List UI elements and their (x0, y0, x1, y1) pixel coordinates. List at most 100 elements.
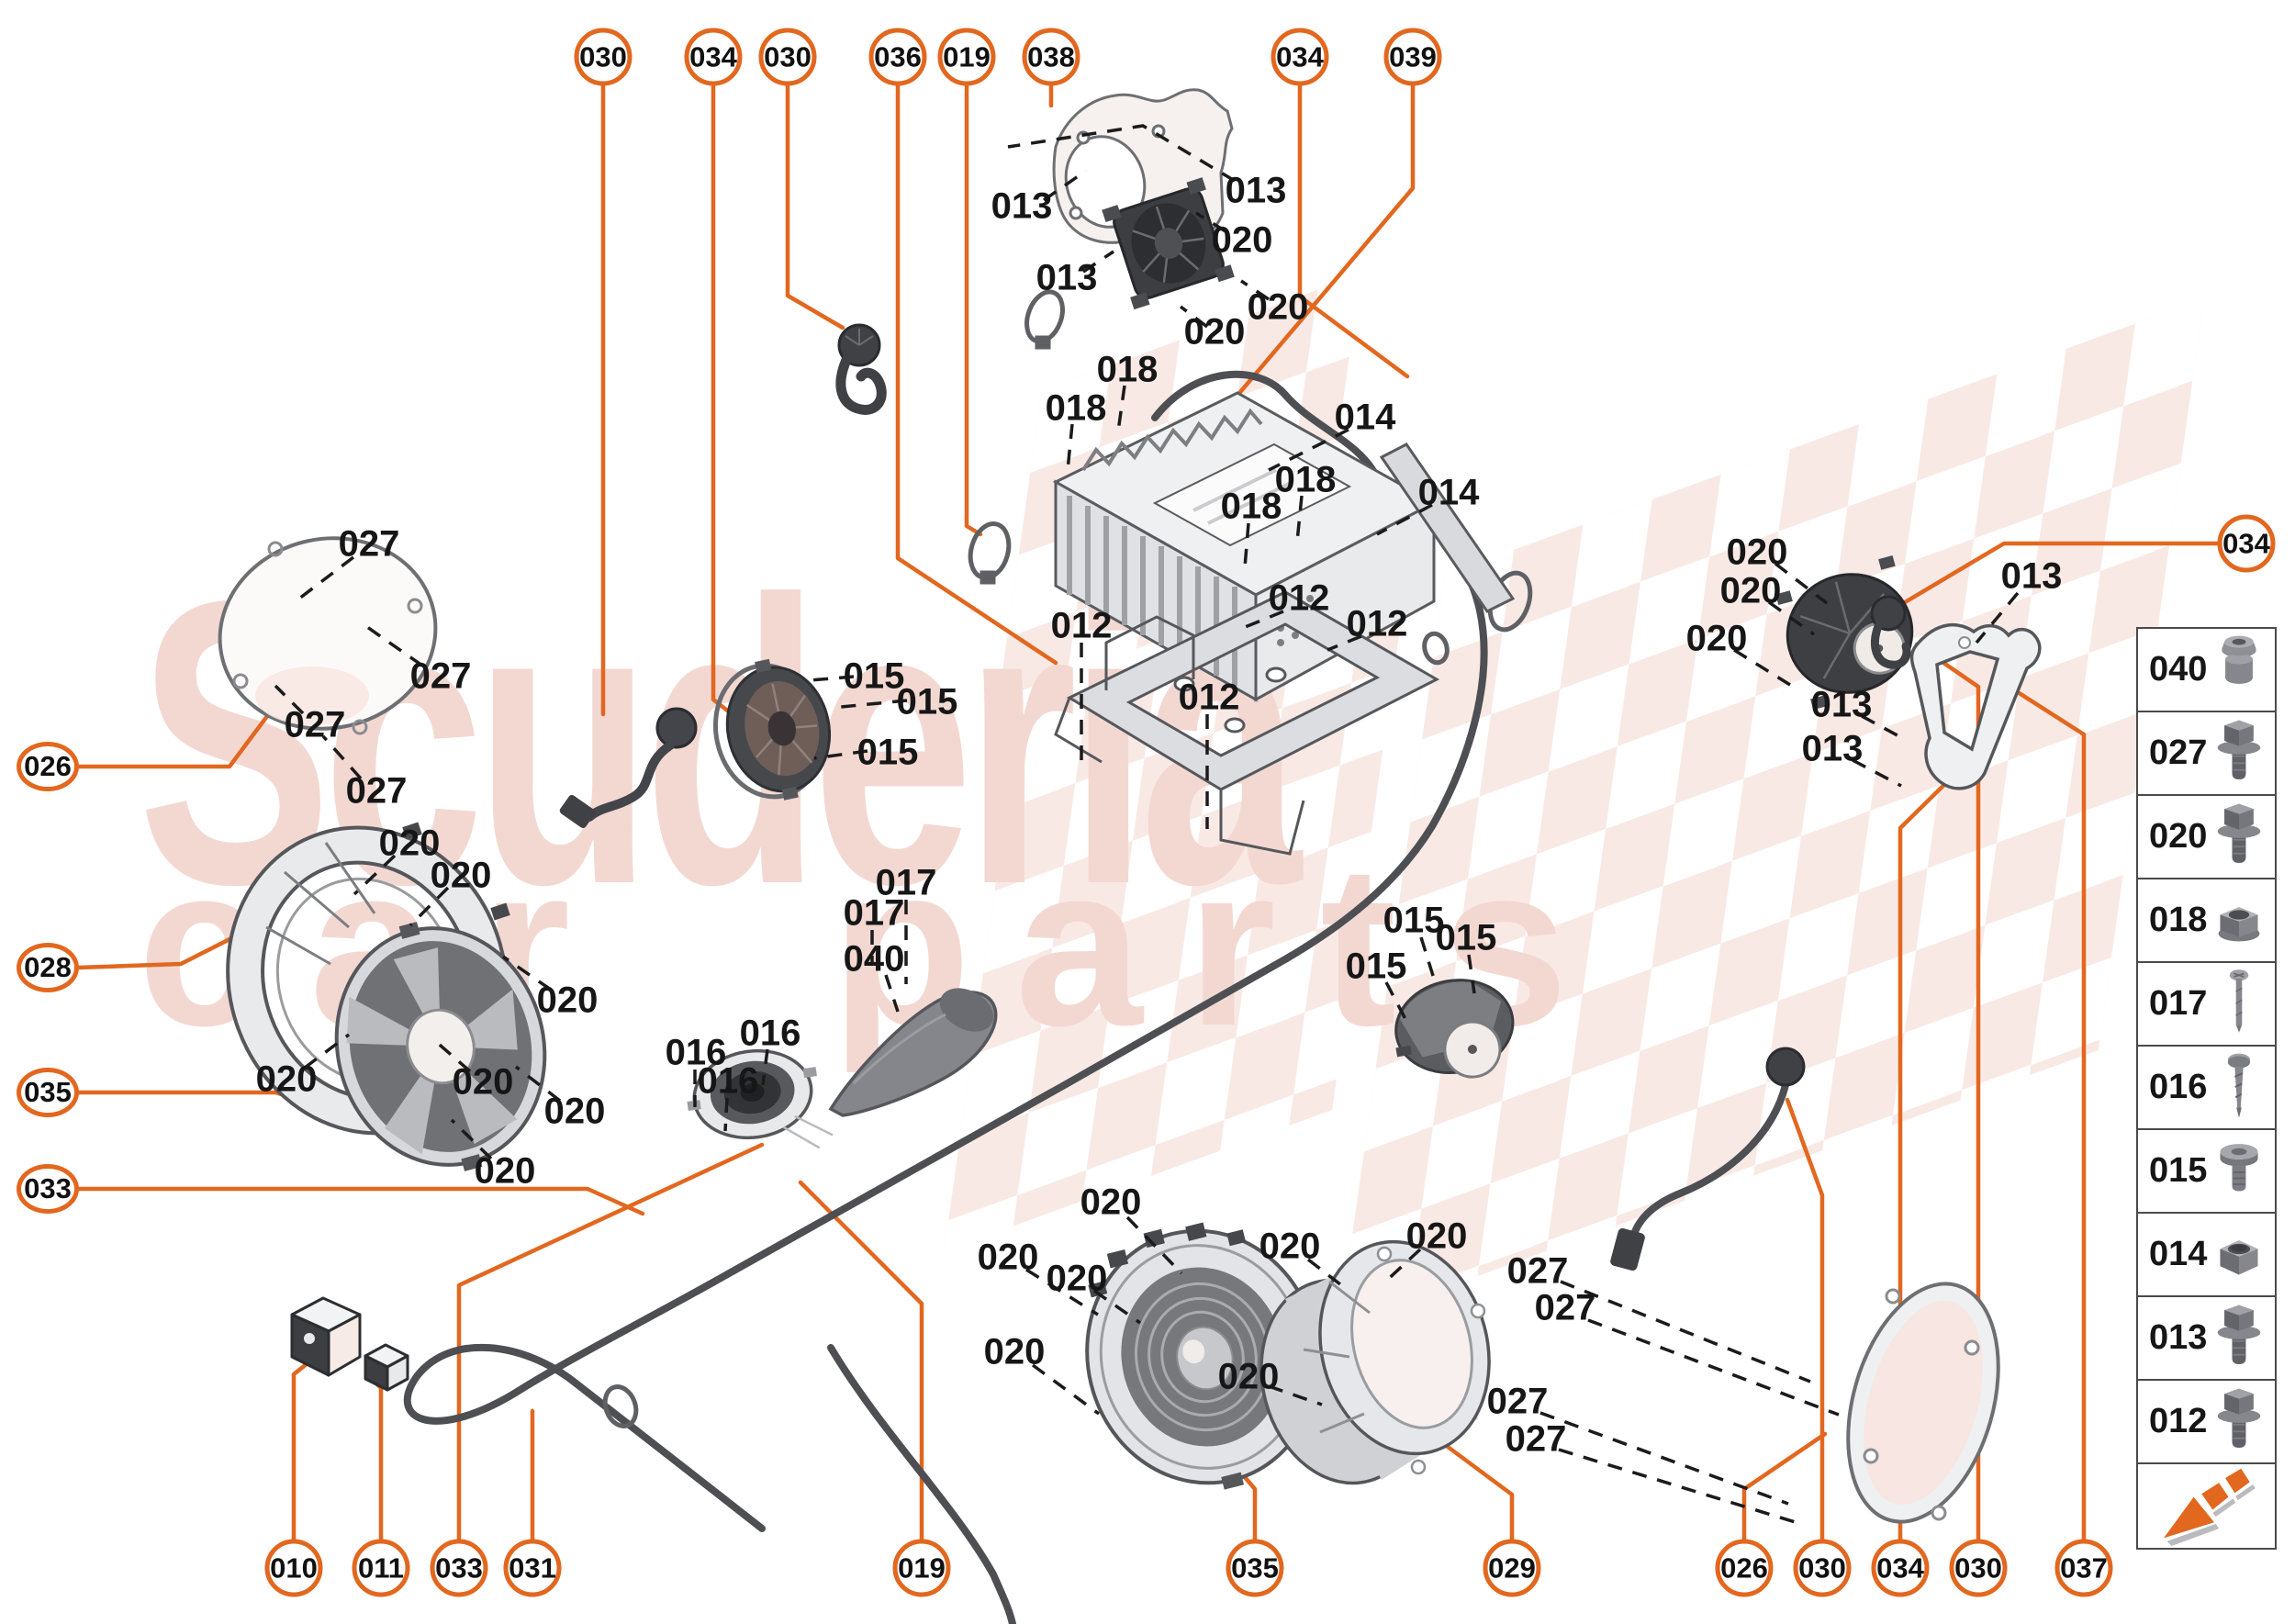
legend-row-017[interactable]: 017 (2138, 963, 2275, 1047)
callout-030[interactable]: 030 (758, 28, 817, 86)
part-label-020: 020 (1046, 1258, 1108, 1299)
part-label-013: 013 (1036, 257, 1098, 298)
legend-number: 016 (2149, 1068, 2208, 1106)
legend-row-018[interactable]: 018 (2138, 879, 2275, 963)
cone-grommet (828, 988, 998, 1117)
retaining-clip (835, 323, 887, 415)
callout-033[interactable]: 033 (430, 1539, 488, 1597)
part-label-020: 020 (1719, 570, 1782, 611)
part-label-020: 020 (430, 855, 492, 896)
legend-row-014[interactable]: 014 (2138, 1214, 2275, 1297)
part-label-016: 016 (665, 1032, 727, 1073)
callout-031[interactable]: 031 (503, 1539, 562, 1597)
legend-number: 040 (2149, 650, 2208, 689)
connector-pigtail-right (1610, 1047, 1806, 1271)
dashed-leader-lines (274, 124, 2020, 1526)
part-label-013: 013 (1810, 684, 1873, 725)
legend-row-027[interactable]: 027 (2138, 712, 2275, 796)
part-label-014: 014 (1417, 472, 1480, 513)
bushing-icon (2211, 631, 2267, 710)
legend-row-040[interactable]: 040 (2138, 629, 2275, 712)
part-label-013: 013 (2000, 555, 2063, 597)
torx-screw-icon (2211, 1132, 2267, 1211)
flange-bolt-icon (2211, 1299, 2267, 1378)
part-label-020: 020 (255, 1058, 318, 1100)
speaker-front-door (1102, 177, 1235, 310)
wiring-harness (403, 370, 1789, 1624)
legend-number: 012 (2149, 1402, 2208, 1440)
part-label-017: 017 (875, 862, 937, 903)
part-label-012: 012 (1346, 603, 1408, 644)
part-label-015: 015 (1435, 917, 1497, 958)
relay-box-011 (364, 1343, 409, 1392)
callout-026[interactable]: 026 (17, 742, 79, 791)
part-label-020: 020 (1405, 1215, 1468, 1257)
part-label-016: 016 (697, 1060, 759, 1102)
part-label-020: 020 (1211, 219, 1273, 261)
legend-row-013[interactable]: 013 (2138, 1297, 2275, 1381)
flange-nut-icon (2211, 881, 2267, 960)
oval-cover-left (218, 536, 438, 735)
legend-number: 013 (2149, 1318, 2208, 1357)
callout-029[interactable]: 029 (1483, 1539, 1541, 1597)
legend-number: 027 (2149, 734, 2208, 772)
callout-030[interactable]: 030 (1793, 1539, 1852, 1597)
callout-030[interactable]: 030 (574, 28, 633, 86)
callout-035[interactable]: 035 (1226, 1539, 1284, 1597)
small-speaker-rear (1394, 979, 1515, 1079)
part-label-027: 027 (1505, 1418, 1567, 1460)
amplifier-bracket (1054, 590, 1440, 856)
part-label-020: 020 (1685, 618, 1748, 659)
part-label-027: 027 (1486, 1381, 1549, 1422)
midrange-speaker (712, 658, 832, 801)
part-label-012: 012 (1050, 605, 1113, 646)
callout-019[interactable]: 019 (892, 1539, 951, 1597)
legend-footer-arrow[interactable] (2138, 1464, 2275, 1548)
legend-row-015[interactable]: 015 (2138, 1130, 2275, 1214)
legend-row-020[interactable]: 020 (2138, 796, 2275, 879)
speaker-housing (1259, 1239, 1491, 1485)
callout-039[interactable]: 039 (1383, 28, 1442, 86)
callout-034[interactable]: 034 (2217, 514, 2276, 573)
part-label-027: 027 (338, 523, 400, 565)
part-label-027: 027 (1506, 1250, 1569, 1292)
part-label-020: 020 (474, 1150, 536, 1192)
legend-row-012[interactable]: 012 (2138, 1381, 2275, 1464)
part-label-027: 027 (409, 655, 472, 697)
callout-026[interactable]: 026 (1715, 1539, 1774, 1597)
callout-010[interactable]: 010 (264, 1539, 323, 1597)
callout-030[interactable]: 030 (1949, 1539, 2008, 1597)
part-label-014: 014 (1334, 397, 1396, 438)
wood-screw-icon (2211, 1048, 2267, 1127)
part-label-018: 018 (1274, 459, 1337, 500)
part-label-020: 020 (1080, 1182, 1142, 1223)
long-screw-icon (2211, 965, 2267, 1044)
callout-019[interactable]: 019 (937, 28, 996, 86)
callout-028[interactable]: 028 (17, 943, 79, 992)
legend-number: 014 (2149, 1235, 2208, 1273)
part-label-020: 020 (536, 980, 599, 1021)
hex-nut-icon (2211, 1215, 2267, 1294)
tweeter (687, 1048, 834, 1149)
callout-037[interactable]: 037 (2054, 1539, 2113, 1597)
part-label-015: 015 (843, 655, 905, 697)
callout-036[interactable]: 036 (868, 28, 927, 86)
fast-arrow-icon (2150, 1467, 2267, 1546)
callout-034[interactable]: 034 (1871, 1539, 1930, 1597)
callout-035[interactable]: 035 (17, 1068, 79, 1117)
callout-034[interactable]: 034 (1271, 28, 1329, 86)
part-label-017: 017 (843, 892, 905, 934)
legend-row-016[interactable]: 016 (2138, 1047, 2275, 1130)
callout-034[interactable]: 034 (684, 28, 743, 86)
part-label-013: 013 (1225, 170, 1287, 211)
legend-number: 015 (2149, 1151, 2208, 1190)
part-label-027: 027 (345, 770, 408, 812)
part-label-020: 020 (1217, 1356, 1280, 1397)
callout-011[interactable]: 011 (352, 1539, 410, 1597)
subwoofer-bottom (1085, 1222, 1320, 1490)
callout-038[interactable]: 038 (1022, 28, 1080, 86)
callout-033[interactable]: 033 (17, 1164, 79, 1214)
part-label-020: 020 (1726, 532, 1788, 573)
